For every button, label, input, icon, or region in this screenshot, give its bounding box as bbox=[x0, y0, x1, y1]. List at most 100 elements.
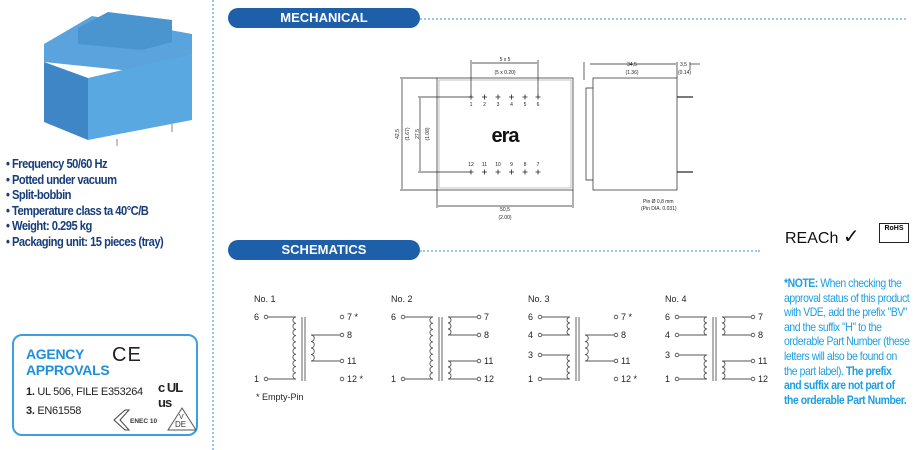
pin-marker bbox=[509, 169, 514, 175]
pin-label: 6 bbox=[391, 312, 396, 322]
pin-label: 8 bbox=[758, 330, 763, 340]
pin-diameter-in: (Pin DIA. 0.031) bbox=[641, 206, 677, 212]
pin-marker bbox=[482, 94, 487, 100]
approval-text: EN61558 bbox=[37, 405, 82, 417]
pin-label: 6 bbox=[537, 102, 540, 108]
schematic-label: No. 2 bbox=[391, 294, 413, 304]
pin-label: 4 bbox=[528, 330, 533, 340]
rohs-badge: RoHS bbox=[879, 223, 909, 243]
ul-mark-icon: c UL us bbox=[158, 380, 183, 410]
primary-winding bbox=[405, 316, 434, 380]
secondary-winding bbox=[310, 334, 340, 362]
terminal-icon bbox=[339, 314, 345, 320]
terminal-icon bbox=[339, 332, 345, 338]
terminal-icon bbox=[476, 358, 482, 364]
approval-item: 3. EN61558 bbox=[26, 405, 81, 417]
terminal-icon bbox=[750, 332, 756, 338]
secondary-winding bbox=[721, 360, 751, 380]
pin-label: 12 bbox=[468, 162, 474, 168]
height-dim-in: (1.67) bbox=[405, 127, 411, 140]
secondary-winding bbox=[584, 334, 614, 362]
pin-label: 1 bbox=[254, 374, 259, 384]
pin-label: 3 bbox=[497, 102, 500, 108]
empty-pin-note: * Empty-Pin bbox=[256, 392, 304, 402]
terminal-icon bbox=[613, 314, 619, 320]
pin-label: 5 bbox=[524, 102, 527, 108]
pin-label: 1 bbox=[391, 374, 396, 384]
primary-winding bbox=[268, 316, 297, 380]
pin-label: 3 bbox=[528, 350, 533, 360]
row-dim: 27,5 bbox=[415, 129, 421, 139]
pin-label: 8 bbox=[621, 330, 626, 340]
pin-marker bbox=[535, 94, 541, 100]
agency-approvals-box: AGENCY APPROVALS CE 1. UL 506, FILE E353… bbox=[12, 334, 198, 436]
pin-marker bbox=[522, 94, 528, 100]
pin-label: 7 bbox=[537, 162, 540, 168]
terminal-icon bbox=[674, 352, 680, 358]
terminal-icon bbox=[537, 332, 543, 338]
depth-dim-in: (1.36) bbox=[625, 70, 638, 76]
pin-label: 8 bbox=[347, 330, 352, 340]
terminal-icon bbox=[750, 358, 756, 364]
enec-mark-label: ENEC 10 bbox=[130, 418, 157, 425]
pin-label: 1 bbox=[665, 374, 670, 384]
agency-title-line: APPROVALS bbox=[26, 362, 110, 378]
note-emphasis: The prefix and suffix are not part of th… bbox=[784, 364, 907, 407]
secondary-winding bbox=[447, 316, 477, 336]
terminal-icon bbox=[339, 358, 345, 364]
pin-label: 11 bbox=[621, 356, 630, 366]
pin-marker bbox=[535, 169, 541, 175]
schematic-label: No. 1 bbox=[254, 294, 276, 304]
feature-item: Weight: 0.295 kg bbox=[6, 218, 163, 234]
pin-label: 8 bbox=[524, 162, 527, 168]
terminal-icon bbox=[263, 314, 269, 320]
vde-mark-icon: DEV bbox=[167, 407, 197, 431]
pin-label: 6 bbox=[528, 312, 533, 322]
pin-marker bbox=[495, 169, 501, 175]
approval-num: 3. bbox=[26, 405, 35, 417]
core-lines bbox=[301, 317, 306, 381]
terminal-icon bbox=[674, 376, 680, 382]
core-lines bbox=[438, 317, 443, 381]
feature-item: Split-bobbin bbox=[6, 187, 163, 203]
pin-label: 12 bbox=[484, 374, 494, 384]
pin-marker bbox=[522, 169, 528, 175]
pin-label: 4 bbox=[665, 330, 670, 340]
rohs-label: RoHS bbox=[884, 225, 904, 232]
pin-label: 3 bbox=[665, 350, 670, 360]
schematics-header: SCHEMATICS bbox=[228, 240, 420, 260]
pin-label: 7 bbox=[758, 312, 763, 322]
pin-label: 11 bbox=[347, 356, 356, 366]
terminal-icon bbox=[339, 376, 345, 382]
terminal-icon bbox=[537, 376, 543, 382]
terminal-icon bbox=[476, 314, 482, 320]
pin-label: 7 * bbox=[621, 312, 633, 322]
pin-marker bbox=[468, 169, 474, 175]
terminal-icon bbox=[613, 358, 619, 364]
reach-mark: REACh ✓ bbox=[785, 224, 860, 249]
pin-label: 11 bbox=[484, 356, 493, 366]
side-view-outline bbox=[592, 77, 678, 191]
terminal-icon bbox=[613, 332, 619, 338]
column-divider bbox=[212, 0, 214, 450]
pin-label: 4 bbox=[510, 102, 513, 108]
product-photo bbox=[44, 12, 192, 146]
terminal-icon bbox=[476, 332, 482, 338]
depth-dim: 34,5 bbox=[627, 62, 637, 68]
mechanical-header: MECHANICAL bbox=[228, 8, 420, 28]
pin-label: 10 bbox=[495, 162, 501, 168]
pin-marker bbox=[468, 94, 474, 100]
terminal-icon bbox=[537, 352, 543, 358]
pin-label: 11 bbox=[482, 162, 487, 168]
approval-num: 1. bbox=[26, 386, 35, 398]
schematic-label: No. 3 bbox=[528, 294, 550, 304]
feature-item: Potted under vacuum bbox=[6, 172, 163, 188]
pin-label: 9 bbox=[510, 162, 513, 168]
pin-label: 6 bbox=[665, 312, 670, 322]
checkmark-icon: ✓ bbox=[842, 226, 860, 248]
enec-mark-icon: ENEC 10 bbox=[113, 409, 157, 431]
